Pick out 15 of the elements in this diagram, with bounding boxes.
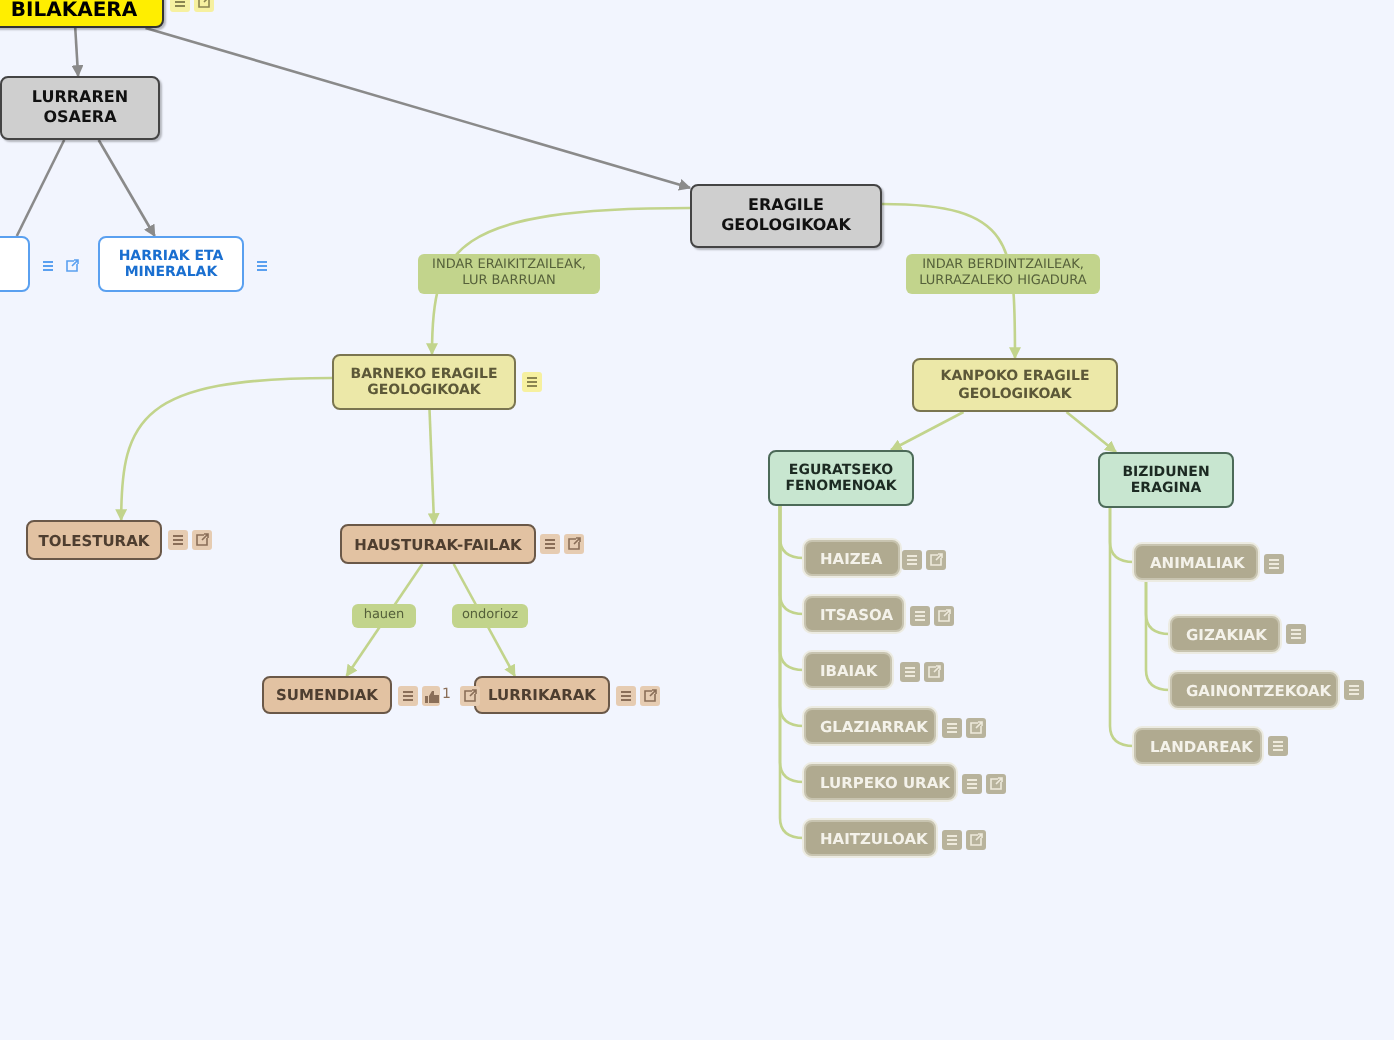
topic-box: LURRAREN OSAERA	[0, 76, 160, 140]
connector-line	[15, 139, 66, 237]
arrow	[1065, 411, 1117, 453]
topic-box: ERAGILE GEOLOGIKOAK	[690, 184, 882, 248]
connector-line	[1144, 580, 1171, 692]
arrow	[427, 409, 440, 526]
connector-line	[1108, 508, 1135, 748]
arrow	[115, 376, 333, 522]
arrow	[889, 410, 965, 452]
root-topic-box: BILAKAERA	[0, 0, 164, 28]
arrow	[97, 139, 156, 238]
arrow	[426, 206, 691, 356]
connector-line	[778, 506, 805, 840]
arrow	[71, 27, 84, 78]
arrow	[145, 26, 692, 191]
